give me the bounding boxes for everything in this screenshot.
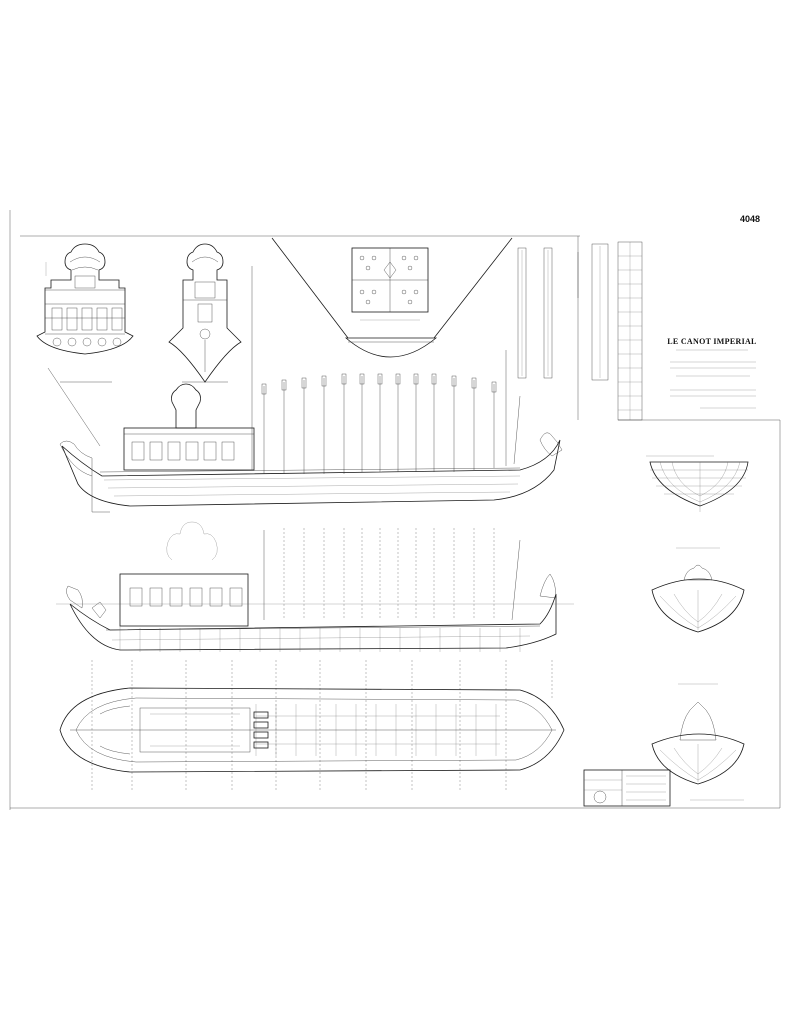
cross-section-bow xyxy=(651,683,745,785)
oar xyxy=(341,373,347,474)
pattern-panel xyxy=(359,255,419,305)
cross-section-midship xyxy=(651,547,745,633)
sheet-border xyxy=(9,210,781,810)
drawing-title: LE CANOT IMPERIAL xyxy=(667,337,756,346)
oar xyxy=(395,373,401,472)
oar xyxy=(451,375,457,472)
stamp-box xyxy=(583,769,671,807)
scale-column xyxy=(617,241,643,421)
section-detail-view xyxy=(271,237,513,358)
inboard-profile-view xyxy=(56,521,574,652)
oar xyxy=(491,381,497,468)
plate-number: 4048 xyxy=(740,214,760,224)
oar xyxy=(377,373,383,472)
oar xyxy=(281,379,287,474)
oar xyxy=(431,373,437,472)
oar xyxy=(321,375,327,474)
oar xyxy=(413,373,419,472)
profile-view xyxy=(47,266,563,513)
stern-elevation-view xyxy=(36,243,134,383)
oar xyxy=(301,377,307,474)
station-lines xyxy=(91,660,553,790)
oar xyxy=(471,377,477,470)
profile-oars xyxy=(261,350,521,474)
oar xyxy=(359,373,365,472)
oar xyxy=(261,383,267,474)
bow-elevation-view xyxy=(168,243,242,383)
oar-details xyxy=(517,243,609,381)
title-block: LE CANOT IMPERIAL xyxy=(667,337,756,409)
deck-plan-view xyxy=(59,687,565,773)
body-plan-section xyxy=(646,455,749,512)
